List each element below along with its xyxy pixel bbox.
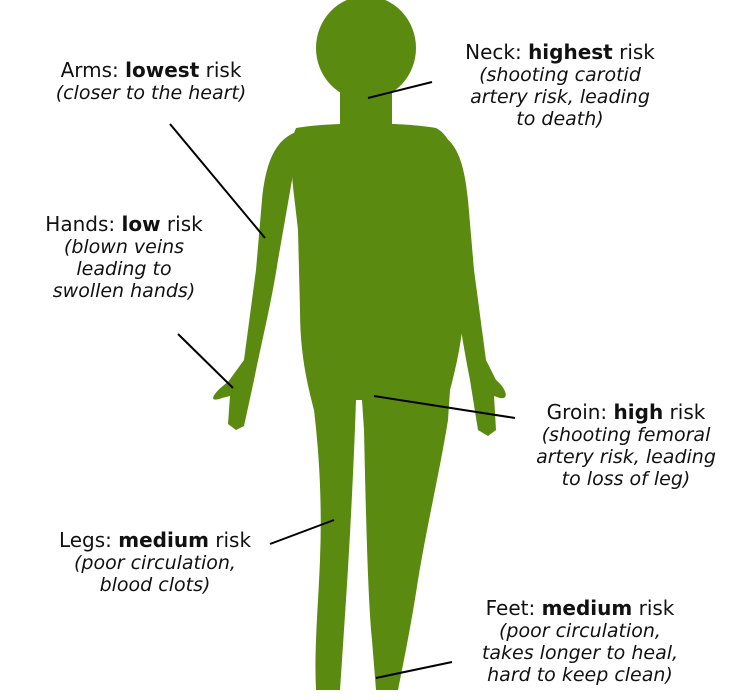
label-feet-desc-line-2: takes longer to heal, [440, 642, 720, 664]
leader-line-hands [178, 334, 233, 388]
label-neck-title: Neck: highest risk [420, 40, 700, 64]
label-neck-desc-line-1: (shooting carotid [420, 64, 700, 86]
label-arms: Arms: lowest risk (closer to the heart) [16, 58, 286, 104]
label-arms-desc: (closer to the heart) [16, 82, 286, 104]
label-arms-title: Arms: lowest risk [16, 58, 286, 82]
label-legs: Legs: medium risk (poor circulation, blo… [30, 528, 280, 596]
label-groin-suffix: risk [663, 400, 705, 424]
label-feet-title: Feet: medium risk [440, 596, 720, 620]
label-groin-desc-line-1: (shooting femoral [505, 424, 747, 446]
label-hands-part: Hands: [45, 212, 121, 236]
label-arms-part: Arms: [61, 58, 126, 82]
label-legs-desc-line-2: blood clots) [30, 574, 280, 596]
label-hands-title: Hands: low risk [4, 212, 244, 236]
label-feet-desc-line-1: (poor circulation, [440, 620, 720, 642]
label-hands-suffix: risk [161, 212, 203, 236]
head [316, 0, 416, 100]
label-feet-suffix: risk [632, 596, 674, 620]
label-neck: Neck: highest risk (shooting carotid art… [420, 40, 700, 130]
label-groin-desc-line-3: to loss of leg) [505, 468, 747, 490]
label-arms-suffix: risk [199, 58, 241, 82]
label-hands-desc-line-3: swollen hands) [4, 280, 244, 302]
label-groin-level: high [614, 400, 664, 424]
label-neck-part: Neck: [465, 40, 528, 64]
label-groin-part: Groin: [547, 400, 614, 424]
label-neck-desc-line-3: to death) [420, 108, 700, 130]
label-neck-level: highest [528, 40, 613, 64]
label-feet-desc-line-3: hard to keep clean) [440, 664, 720, 686]
label-groin: Groin: high risk (shooting femoral arter… [505, 400, 747, 490]
label-feet: Feet: medium risk (poor circulation, tak… [440, 596, 720, 686]
label-arms-level: lowest [125, 58, 199, 82]
label-hands-level: low [121, 212, 160, 236]
label-legs-level: medium [118, 528, 209, 552]
label-legs-suffix: risk [209, 528, 251, 552]
label-hands: Hands: low risk (blown veins leading to … [4, 212, 244, 302]
label-groin-title: Groin: high risk [505, 400, 747, 424]
label-hands-desc-line-2: leading to [4, 258, 244, 280]
label-groin-desc-line-2: artery risk, leading [505, 446, 747, 468]
label-legs-desc-line-1: (poor circulation, [30, 552, 280, 574]
label-feet-level: medium [542, 596, 633, 620]
label-legs-part: Legs: [59, 528, 118, 552]
label-neck-suffix: risk [613, 40, 655, 64]
label-legs-title: Legs: medium risk [30, 528, 280, 552]
label-feet-part: Feet: [486, 596, 542, 620]
label-neck-desc-line-2: artery risk, leading [420, 86, 700, 108]
label-hands-desc-line-1: (blown veins [4, 236, 244, 258]
